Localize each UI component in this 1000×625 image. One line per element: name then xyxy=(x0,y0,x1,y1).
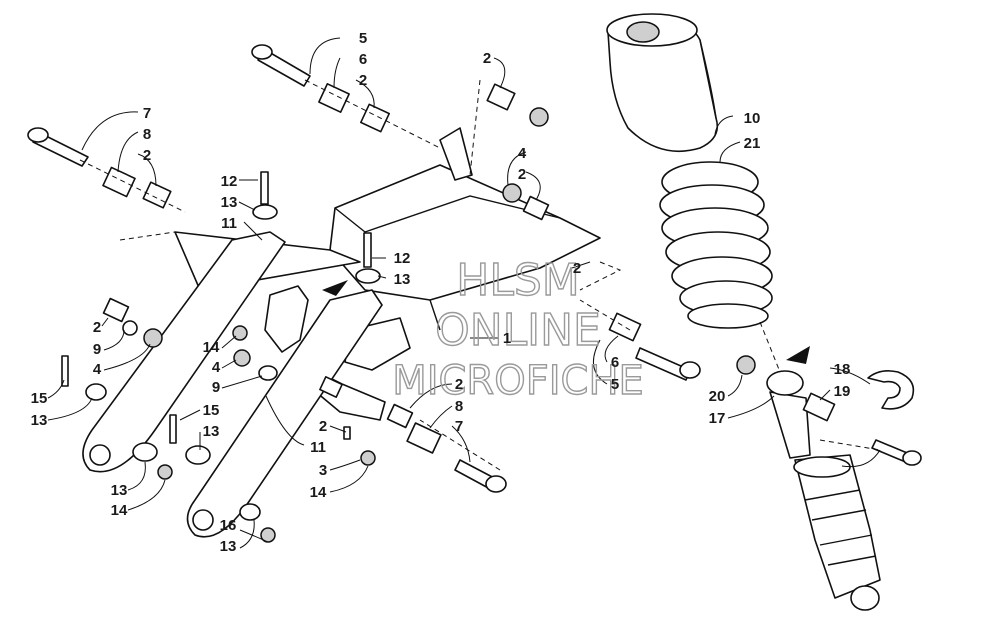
callout: 2 xyxy=(518,166,526,183)
callout: 6 xyxy=(359,51,367,68)
bolt-right xyxy=(635,347,701,381)
callout: 2 xyxy=(359,72,367,89)
shock-absorber xyxy=(766,370,881,611)
assembly-lines xyxy=(79,79,881,471)
callout: 13 xyxy=(394,271,411,288)
callout: 11 xyxy=(310,439,326,456)
callout: 3 xyxy=(319,462,327,479)
callout: 13 xyxy=(220,538,237,555)
shock-boot xyxy=(606,13,719,153)
callout: 9 xyxy=(93,341,101,358)
bolt-bottom xyxy=(454,459,507,493)
callout: 14 xyxy=(310,484,327,501)
callout: 4 xyxy=(212,359,221,376)
callout: 5 xyxy=(611,376,619,393)
link-arm-right xyxy=(186,289,383,538)
callout: 13 xyxy=(111,482,128,499)
callout: 8 xyxy=(143,126,151,143)
link-arm-left xyxy=(82,231,286,473)
callout: 18 xyxy=(834,361,851,378)
bolt-top xyxy=(251,44,311,87)
callout: 16 xyxy=(220,517,237,534)
callout: 19 xyxy=(834,383,851,400)
callout: 20 xyxy=(709,388,726,405)
spacers xyxy=(102,83,836,454)
callout: 2 xyxy=(455,376,463,393)
bolt-shock xyxy=(871,439,922,466)
callout: 5 xyxy=(359,30,367,47)
callout-leaders xyxy=(47,37,881,549)
callout: 8 xyxy=(455,398,463,415)
callout: 2 xyxy=(143,147,151,164)
callout: 1 xyxy=(503,330,511,347)
callout: 2 xyxy=(93,319,101,336)
callout-labels: 5 6 2 7 8 2 2 4 2 12 13 11 12 13 2 10 21… xyxy=(31,30,851,555)
pins xyxy=(61,171,372,444)
callout: 4 xyxy=(93,361,102,378)
callout: 9 xyxy=(212,379,220,396)
callout: 2 xyxy=(483,50,491,67)
callout: 15 xyxy=(31,390,48,407)
callout: 14 xyxy=(111,502,128,519)
callout: 14 xyxy=(203,339,220,356)
callout: 7 xyxy=(143,105,151,122)
callout: 12 xyxy=(221,173,238,190)
callout: 13 xyxy=(203,423,220,440)
callout: 4 xyxy=(518,145,527,162)
coil-spring xyxy=(659,161,773,329)
callout: 12 xyxy=(394,250,411,267)
callout: 2 xyxy=(319,418,327,435)
callout: 21 xyxy=(744,135,761,152)
callout: 15 xyxy=(203,402,220,419)
callout: 7 xyxy=(455,418,463,435)
front-arrow-left xyxy=(322,280,348,296)
callout: 11 xyxy=(221,215,237,232)
bolt-left xyxy=(27,127,89,167)
watermark-line-2: ONLINE xyxy=(435,305,601,356)
front-arrow-right xyxy=(786,346,810,364)
callout: 17 xyxy=(709,410,726,427)
callout: 13 xyxy=(221,194,238,211)
callout: 6 xyxy=(611,354,619,371)
watermark-line-1: HLSM xyxy=(456,255,580,306)
callout: 13 xyxy=(31,412,48,429)
watermark-line-3: MICROFICHE xyxy=(392,358,644,404)
callout: 10 xyxy=(744,110,761,127)
watermark: HLSM ONLINE MICROFICHE xyxy=(391,254,644,404)
callout: 2 xyxy=(573,260,581,277)
